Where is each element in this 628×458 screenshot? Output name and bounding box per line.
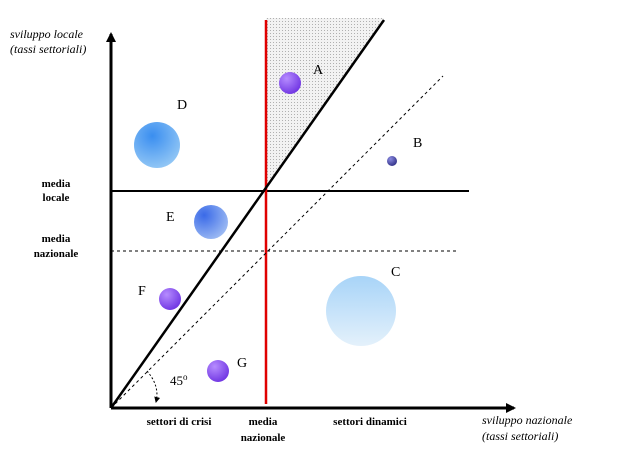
media-locale-label-line2: locale	[43, 192, 70, 204]
bubble-f-label: F	[138, 284, 146, 299]
bubble-g-label: G	[237, 356, 247, 371]
media-nazionale-x-label-line1: media	[249, 416, 278, 428]
bubble-a	[279, 72, 301, 94]
y-axis-title-line2: (tassi settoriali)	[10, 42, 86, 56]
bubble-d	[134, 122, 180, 168]
settori-di-crisi-label: settori di crisi	[147, 416, 212, 428]
x-axis-title-line2: (tassi settoriali)	[482, 429, 558, 443]
angle-unit: o	[183, 372, 188, 382]
angle-label: 45o	[170, 372, 188, 388]
bubble-b-label: B	[413, 136, 422, 151]
bubble-e-label: E	[166, 210, 175, 225]
media-nazionale-x-label-line2: nazionale	[241, 432, 286, 444]
bubble-g	[207, 360, 229, 382]
bubble-b	[387, 156, 397, 166]
bubble-c	[326, 276, 396, 346]
x-axis-title-line1: sviluppo nazionale	[482, 413, 573, 427]
settori-dinamici-label: settori dinamici	[333, 416, 407, 428]
bubble-a-label: A	[313, 63, 324, 78]
bubble-f	[159, 288, 181, 310]
media-locale-label-line1: media	[42, 178, 71, 190]
bubble-c-label: C	[391, 265, 400, 280]
y-axis-title-line1: sviluppo locale	[10, 27, 84, 41]
angle-arc	[146, 370, 161, 403]
media-nazionale-y-label-line2: nazionale	[34, 248, 79, 260]
angle-value: 45	[170, 373, 183, 388]
bubble-d-label: D	[177, 98, 187, 113]
solid-diagonal	[109, 19, 386, 409]
bubble-e	[194, 205, 228, 239]
dashed-diagonal	[110, 75, 444, 409]
media-nazionale-y-label-line1: media	[42, 233, 71, 245]
